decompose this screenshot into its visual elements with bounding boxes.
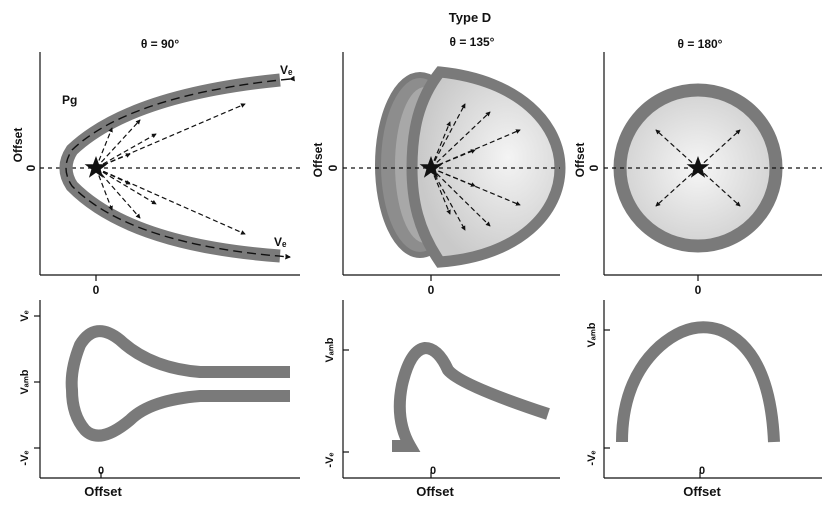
y-tick-vamb: Vₐₘb bbox=[586, 322, 598, 347]
y-tick-label: 0 bbox=[24, 164, 38, 171]
x-tick-label: 0 bbox=[428, 283, 435, 297]
source-star-icon bbox=[84, 156, 108, 178]
upper-ve-label: Vₑ bbox=[280, 63, 293, 77]
theta-label-180: θ = 180° bbox=[678, 37, 723, 51]
panel-90-bottom: Vₑ Vₐₘb -Vₑ 0 Offset bbox=[19, 300, 300, 499]
y-tick-label: 0 bbox=[587, 164, 601, 171]
x-axis-label: Offset bbox=[683, 484, 721, 499]
panel-135-bottom: Vₐₘb -Vₑ 0 Offset bbox=[324, 300, 560, 499]
panel-90-top: θ = 90° 0 Offset 0 Pg Vₑ Vₑ bbox=[11, 37, 300, 297]
x-tick-label: 0 bbox=[695, 283, 702, 297]
figure-heading: Type D bbox=[449, 10, 491, 25]
lower-ve-label: Vₑ bbox=[274, 235, 287, 249]
y-tick-vamb: Vₐₘb bbox=[19, 369, 31, 394]
velocity-band bbox=[392, 341, 550, 452]
y-tick-neg-ve: -Vₑ bbox=[19, 450, 31, 465]
panel-180-top: θ = 180° 0 Offset 0 bbox=[573, 37, 822, 297]
y-tick-label: 0 bbox=[326, 164, 340, 171]
y-tick-neg-ve: -Vₑ bbox=[586, 450, 598, 465]
radiating-arrows bbox=[655, 129, 741, 207]
velocity-band bbox=[616, 321, 780, 443]
y-tick-neg-ve: -Vₑ bbox=[324, 452, 336, 467]
y-axis-label: Offset bbox=[573, 143, 587, 178]
x-tick-label: 0 bbox=[93, 283, 100, 297]
y-tick-vamb: Vₐₘb bbox=[324, 337, 336, 362]
x-tick-label: 0 bbox=[430, 465, 436, 477]
x-axis-label: Offset bbox=[84, 484, 122, 499]
radiating-arrows bbox=[95, 103, 246, 235]
panel-180-bottom: Vₐₘb -Vₑ 0 Offset bbox=[586, 300, 822, 499]
theta-label-135: θ = 135° bbox=[450, 35, 495, 49]
x-tick-label: 0 bbox=[699, 465, 705, 477]
y-axis-label: Offset bbox=[11, 128, 25, 163]
radiating-arrows bbox=[430, 103, 521, 231]
x-tick-label: 0 bbox=[98, 465, 104, 477]
theta-label-90: θ = 90° bbox=[141, 37, 180, 51]
velocity-band bbox=[65, 325, 290, 442]
parabola-flow-dashes bbox=[65, 75, 295, 260]
x-axis-label: Offset bbox=[416, 484, 454, 499]
y-tick-ve: Vₑ bbox=[19, 310, 31, 321]
y-axis-label: Offset bbox=[311, 143, 325, 178]
source-star-icon bbox=[419, 156, 443, 178]
source-star-icon bbox=[686, 156, 710, 178]
region-label-pg: Pg bbox=[62, 93, 77, 107]
panel-135-top: θ = 135° 0 Offset 0 bbox=[311, 35, 566, 297]
